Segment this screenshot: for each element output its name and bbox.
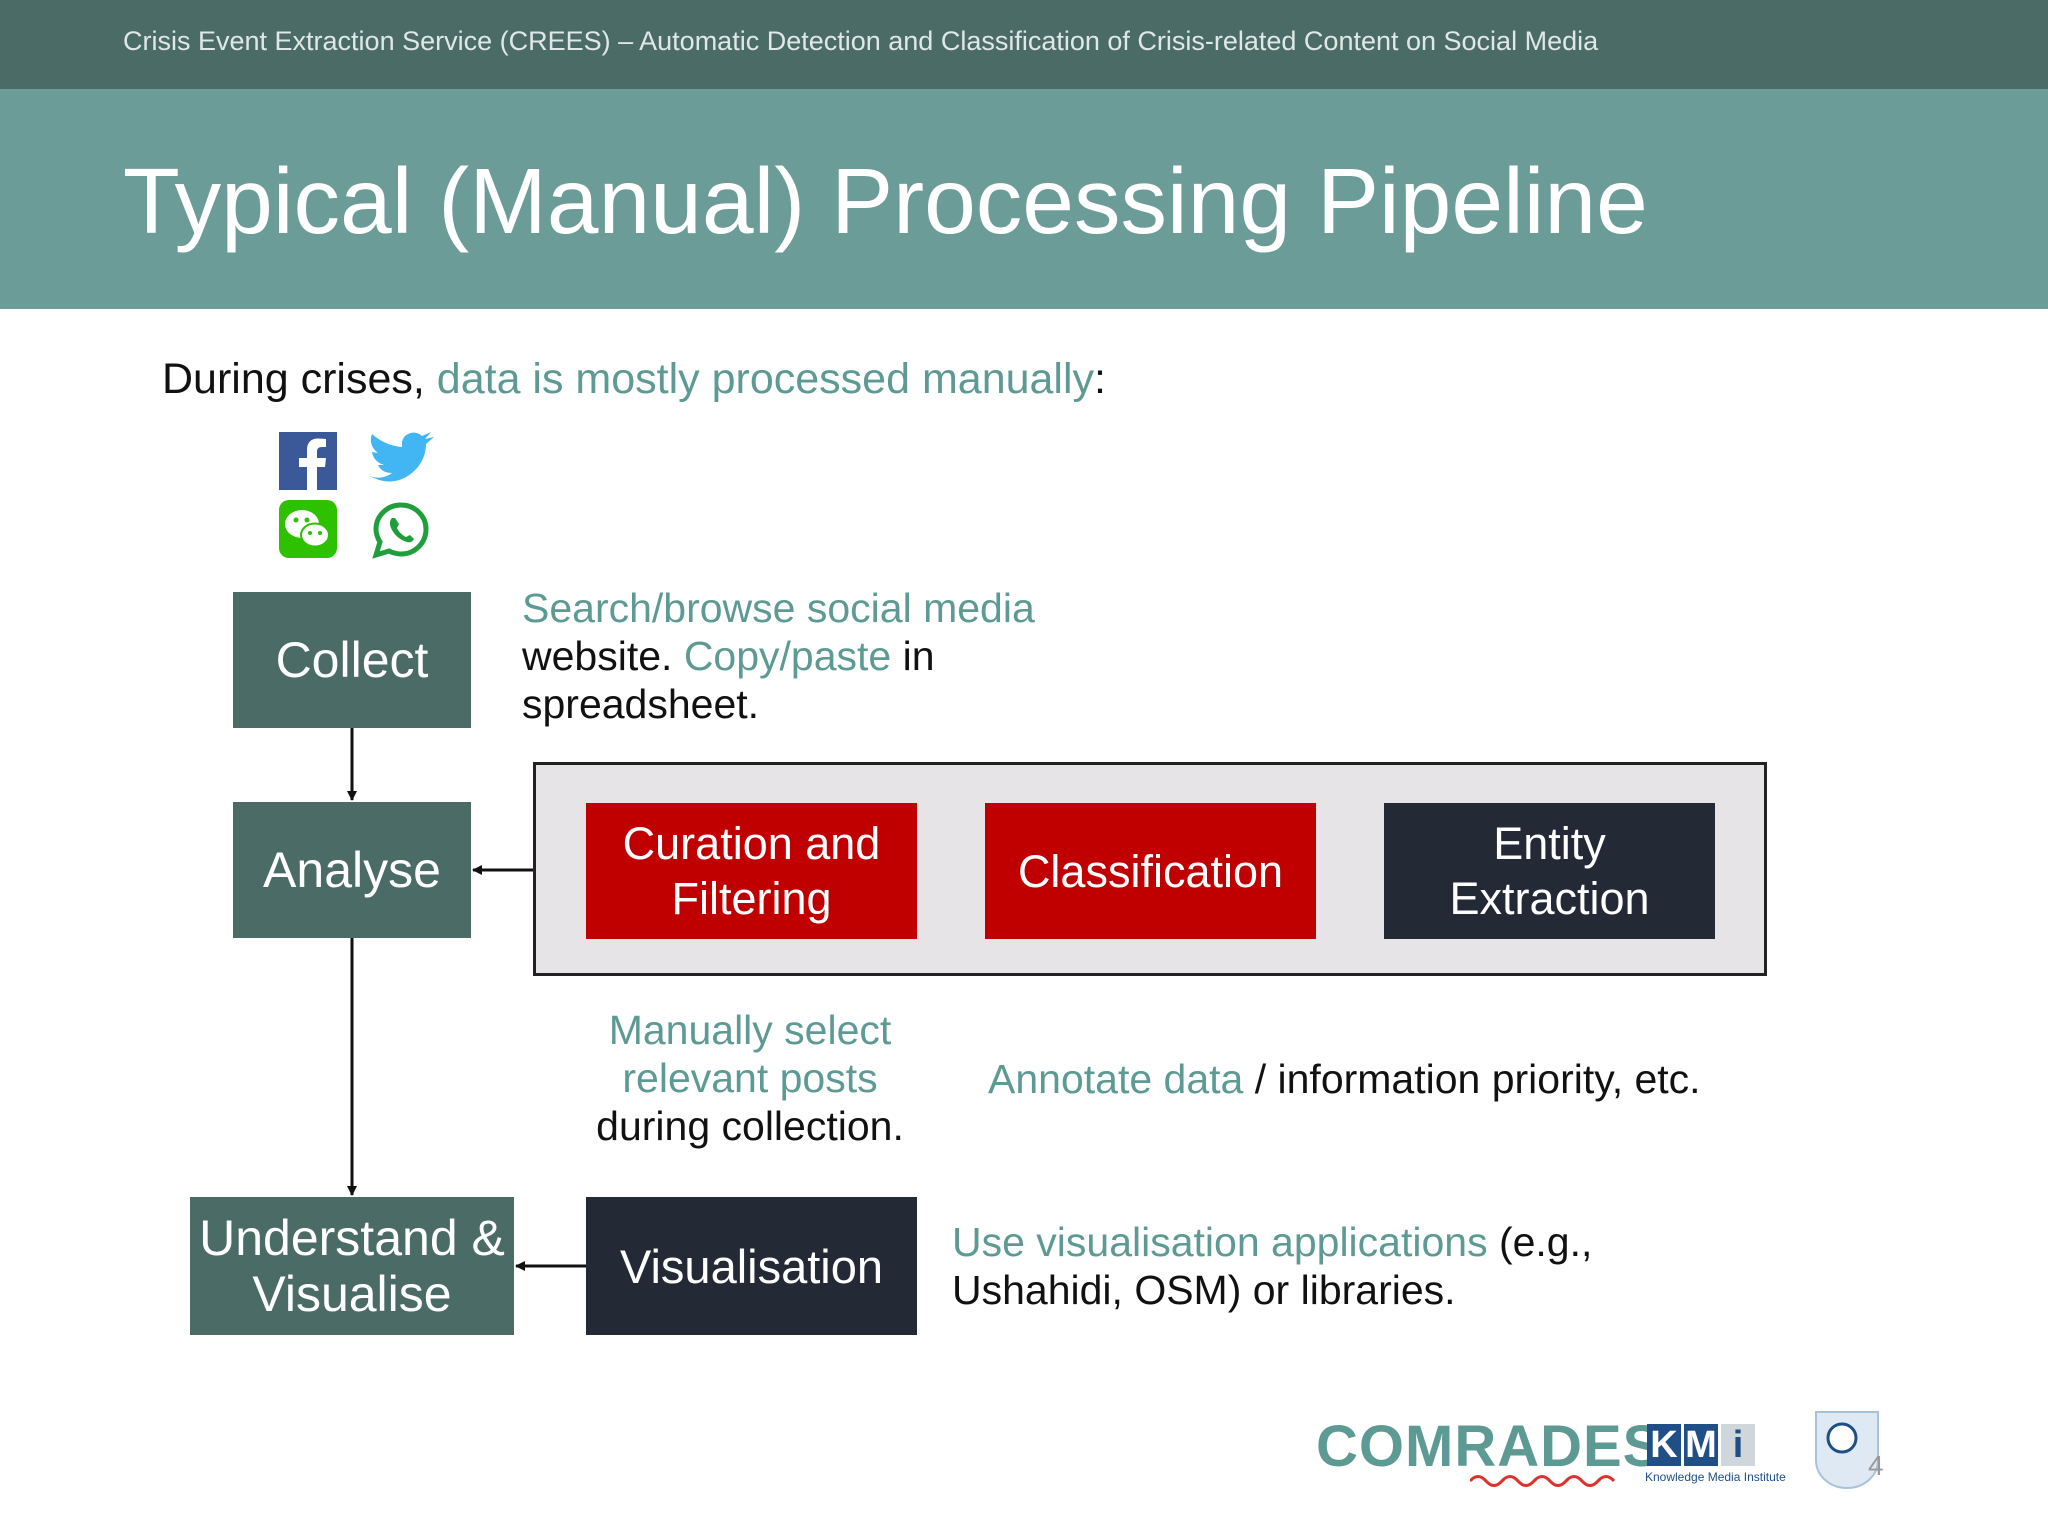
visualisation-label: Visualisation xyxy=(619,1239,884,1293)
classification-note-rest: / information priority, etc. xyxy=(1243,1056,1701,1102)
wechat-icon xyxy=(279,500,337,558)
comrades-wave-decoration xyxy=(1470,1475,1616,1487)
curation-note-line3: during collection. xyxy=(596,1103,904,1149)
title-banner: Typical (Manual) Processing Pipeline xyxy=(0,89,2048,309)
understand-visualise-step: Understand &Visualise xyxy=(190,1197,514,1335)
visualisation-note-rest: (e.g., xyxy=(1487,1219,1593,1265)
curation-line2: Filtering xyxy=(671,873,832,924)
whatsapp-icon xyxy=(372,501,430,559)
kmi-caption: Knowledge Media Institute xyxy=(1645,1470,1786,1484)
intro-prefix: During crises, xyxy=(162,355,437,403)
visualisation-box: Visualisation xyxy=(586,1197,917,1335)
series-title: Crisis Event Extraction Service (CREES) … xyxy=(123,26,1599,56)
collect-note: Search/browse social media website. Copy… xyxy=(522,584,1035,728)
collect-note-line2b: in xyxy=(891,633,935,679)
intro-highlight: data is mostly processed manually xyxy=(436,355,1095,403)
visualisation-note-line2: Ushahidi, OSM) or libraries. xyxy=(952,1267,1456,1313)
slide-title: Typical (Manual) Processing Pipeline xyxy=(123,149,1648,253)
classification-note: Annotate data / information priority, et… xyxy=(988,1055,1701,1103)
collect-label: Collect xyxy=(275,632,429,688)
intro-suffix: : xyxy=(1094,355,1106,403)
top-banner: Crisis Event Extraction Service (CREES) … xyxy=(0,0,2048,89)
classification-label: Classification xyxy=(1017,845,1284,897)
kmi-logo-m: M xyxy=(1684,1424,1718,1466)
page-number: 4 xyxy=(1868,1450,1884,1481)
analyse-label: Analyse xyxy=(263,842,441,898)
classification-note-teal: Annotate data xyxy=(988,1056,1244,1102)
entity-line2: Extraction xyxy=(1449,873,1650,924)
kmi-logo-k: K xyxy=(1647,1424,1681,1466)
open-university-logo xyxy=(1815,1411,1879,1490)
facebook-icon xyxy=(279,432,337,490)
understand-line1: Understand & xyxy=(199,1210,505,1266)
curation-note: Manually select relevant posts during co… xyxy=(560,1006,940,1150)
curation-note-line2: relevant posts xyxy=(622,1055,878,1101)
understand-line2: Visualise xyxy=(252,1266,452,1322)
visualisation-note: Use visualisation applications (e.g., Us… xyxy=(952,1218,1592,1314)
kmi-logo-i: i xyxy=(1721,1424,1755,1466)
collect-step: Collect xyxy=(233,592,471,728)
analyse-step: Analyse xyxy=(233,802,471,938)
collect-note-line2-teal: Copy/paste xyxy=(683,633,892,679)
intro-text: During crises, data is mostly processed … xyxy=(162,355,1106,403)
curation-note-line1: Manually select xyxy=(608,1007,892,1053)
collect-note-line3: spreadsheet. xyxy=(522,681,760,727)
comrades-logo: COMRADES xyxy=(1316,1414,1663,1479)
twitter-icon xyxy=(366,432,434,490)
classification-box: Classification xyxy=(985,803,1316,939)
collect-note-line1: Search/browse social media xyxy=(522,585,1035,631)
curation-line1: Curation and xyxy=(622,818,881,869)
entity-line1: Entity xyxy=(1493,818,1606,869)
visualisation-note-teal: Use visualisation applications xyxy=(952,1219,1488,1265)
collect-note-line2a: website. xyxy=(522,633,684,679)
